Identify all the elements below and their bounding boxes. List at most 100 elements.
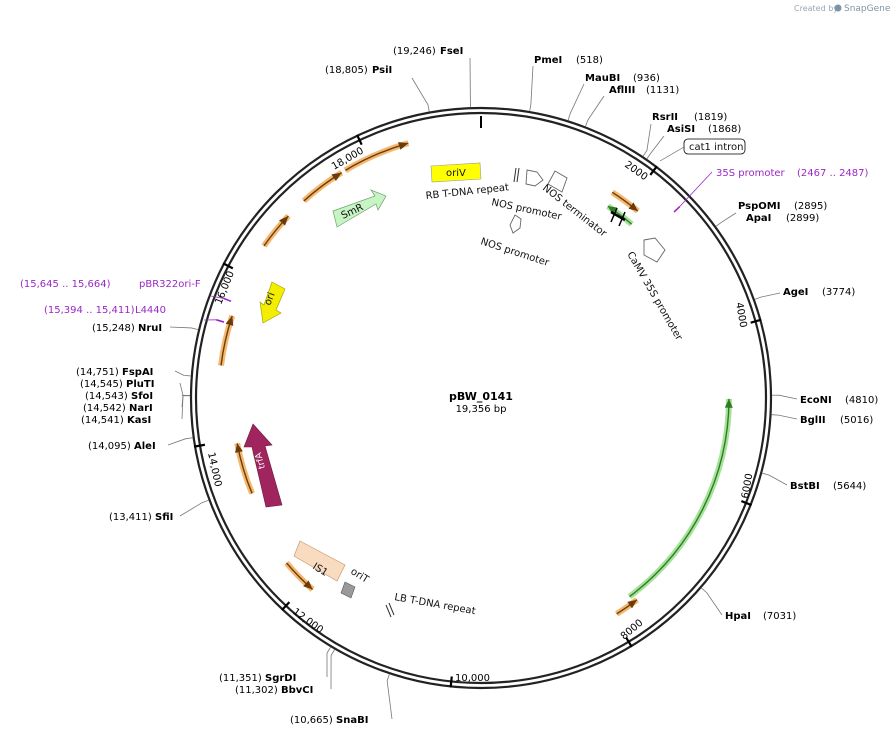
enzyme-position: (518) [576,55,603,66]
tick-mark [449,676,453,688]
oriV-feature [430,162,482,183]
enzyme-name: EcoNI [800,395,832,406]
tick-mark [193,443,206,448]
enzyme-position: (1131) [646,85,679,96]
oriT-feature [340,581,356,599]
primer-mark [673,205,681,213]
enzyme-position: (13,411) [109,512,152,523]
cut-site-line [330,649,335,690]
enzyme-name: AflIII [609,85,635,96]
enzyme-position: (4810) [845,395,878,406]
tick-marks [193,134,762,688]
cut-site-line [715,212,737,227]
cut-site-line [326,646,331,678]
orf-arc-k-arrowhead [627,599,638,609]
enzyme-position: (2895) [794,201,827,212]
cut-site-line [762,472,788,486]
cut-site-line [646,135,665,160]
primer-name: L4440 [135,305,166,316]
primer-position: (15,645 .. 15,664) [20,279,111,290]
cut-site-line [167,437,193,446]
nos-promoter-2-label: NOS promoter [479,236,551,269]
orf-arc-d-arrowhead [331,172,342,182]
enzyme-name: SnaBI [336,715,368,726]
enzyme-name: AgeI [783,287,808,298]
cat1-intron-label: cat1 intron [689,142,743,153]
oriV-label: oriV [446,168,466,179]
enzyme-name: BglII [800,415,826,426]
orf-arc-c-arrowhead [398,142,409,150]
ori-label: ori [263,291,278,307]
tick-label: 10,000 [455,673,490,684]
tick-mark [356,134,363,146]
primer-mark [216,319,225,323]
enzyme-name: PspOMI [738,201,780,212]
tick-mark [281,601,291,611]
cut-site-line [701,587,723,616]
plasmid-length: 19,356 bp [456,404,507,415]
enzyme-name: AsiSI [667,124,695,135]
enzyme-position: (14,095) [88,441,131,452]
enzyme-position: (10,665) [290,715,333,726]
primer-mark [223,297,232,303]
orf-arc-b-arrowhead [607,206,617,215]
enzyme-position: (1819) [694,112,727,123]
enzyme-position: (14,542) [83,403,126,414]
enzyme-name: SfoI [131,391,153,402]
enzyme-name: SgrDI [265,673,296,684]
enzyme-position: (11,351) [219,673,262,684]
enzyme-name: MauBI [585,73,620,84]
cut-site-line [469,57,472,108]
cut-site-line [754,292,781,300]
enzyme-position: (3774) [822,287,855,298]
snapgene-logo-icon [834,4,842,12]
cut-site-line [179,382,191,396]
tick-mark [625,636,633,648]
orf-arc-f-arrowhead [225,315,234,326]
enzyme-name: ApaI [746,213,771,224]
cut-site-line [771,394,798,400]
enzyme-position: (1868) [708,124,741,135]
enzyme-position: (936) [633,73,660,84]
tick-label: 6000 [740,473,755,500]
cut-site-line [174,370,191,377]
cut-site-line [386,674,393,720]
tick-label: 2000 [622,159,649,183]
cut-site-line [529,65,534,112]
cut-site-line [169,326,199,330]
lb-repeat-mark [385,604,392,618]
orf-arc-g-arrowhead [235,443,243,453]
orf-arc-i-arrowhead [303,580,313,590]
nos-promoter-2-arrow [509,214,522,234]
tick-label: 4000 [733,302,748,329]
primer-position: (2467 .. 2487) [797,168,869,179]
nos-promoter-arrow [525,169,544,187]
cut-site-line [642,123,652,157]
primer-name: pBR322ori-F [139,279,201,290]
tick-mark [222,262,234,270]
enzyme-name: NarI [129,403,153,414]
cut-site-line [179,499,209,517]
backbone-inner-ring [194,111,768,685]
tick-mark [740,500,752,507]
cut-site-line [567,83,585,121]
orf-arc-a-arrowhead [628,202,638,212]
enzyme-position: (5644) [833,481,866,492]
enzyme-name: FseI [440,46,463,57]
primer-leader-line [210,295,224,299]
enzyme-name: KasI [127,415,151,426]
enzyme-name: HpaI [725,611,751,622]
cut-site-line [771,414,798,420]
enzyme-position: (11,302) [235,685,278,696]
tick-mark [649,165,658,176]
rb-repeat-mark [513,167,517,183]
backbone-outer-ring [189,106,773,690]
tick-mark [750,318,762,324]
enzyme-name: NruI [138,323,162,334]
orf-arc-e-arrowhead [279,215,289,226]
enzyme-position: (19,246) [393,46,436,57]
enzyme-position: (14,545) [80,379,123,390]
orf-arc-j-line [629,398,730,598]
camv-35s-label: CaMV 35S promoter [624,250,684,343]
